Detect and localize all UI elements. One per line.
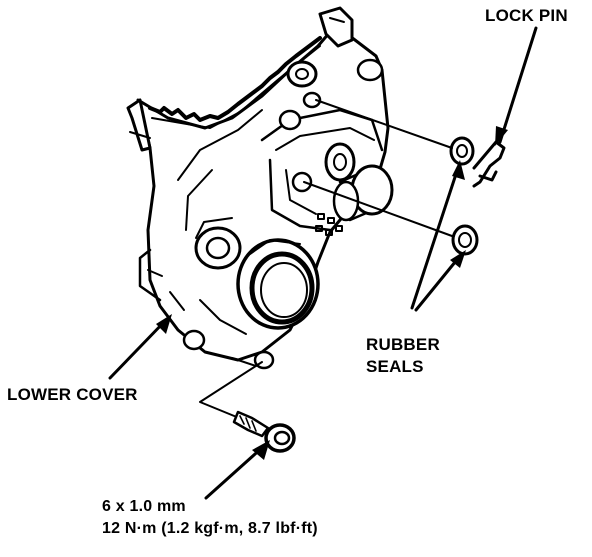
- lock-pin-arrow: [495, 26, 538, 146]
- lower-cover-arrow: [108, 314, 172, 380]
- rubber-seal-lower: [451, 224, 479, 256]
- lower-cover-part: [126, 6, 394, 370]
- rubber-seals-label: RUBBER SEALS: [366, 334, 440, 378]
- bolt-spec-label: 6 x 1.0 mm 12 N·m (1.2 kgf·m, 8.7 lbf·ft…: [102, 496, 318, 540]
- rubber-seals-arrows: [410, 160, 466, 312]
- bolt-size-text: 6 x 1.0 mm: [102, 498, 186, 515]
- lock-pin-part: [472, 140, 506, 188]
- bolt-part: [232, 410, 296, 453]
- bolt-spec-arrow: [204, 440, 270, 500]
- bolt-leader-line: [199, 361, 263, 421]
- lock-pin-label: LOCK PIN: [485, 6, 568, 25]
- lower-cover-label: LOWER COVER: [7, 385, 138, 404]
- rubber-seals-label-line1: RUBBER: [366, 335, 440, 354]
- seal-leader-lines: [303, 99, 453, 237]
- rubber-seals-label-line2: SEALS: [366, 357, 424, 376]
- torque-spec-text: 12 N·m (1.2 kgf·m, 8.7 lbf·ft): [102, 520, 318, 537]
- rubber-seal-upper: [449, 136, 475, 166]
